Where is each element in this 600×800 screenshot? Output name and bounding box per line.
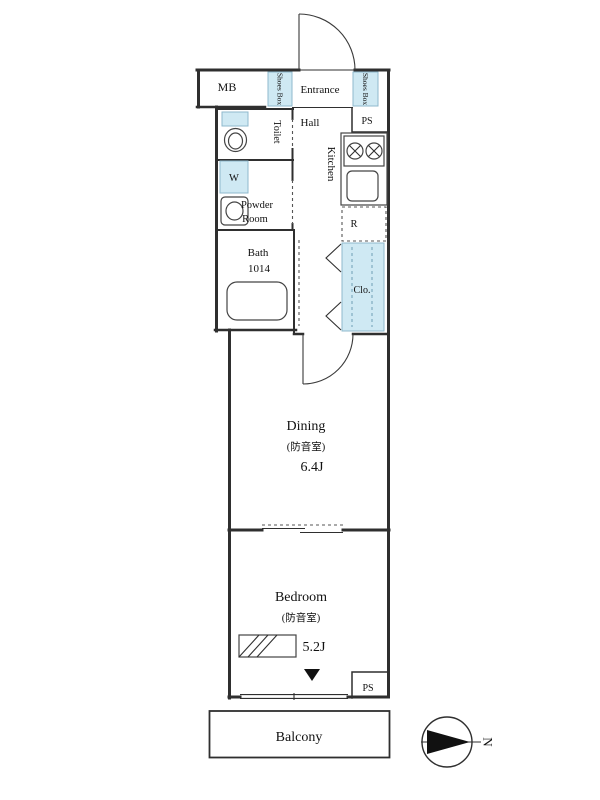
toilet-label: Toilet — [271, 120, 282, 143]
bathtub-icon — [226, 281, 288, 321]
meter-box-label: MB — [218, 80, 237, 94]
dining-door-arc — [302, 333, 354, 385]
compass-north-label: N — [481, 737, 496, 747]
closet-label: Clo. — [354, 285, 371, 296]
sliding-doors — [262, 119, 343, 534]
closet-folding-door-bottom — [325, 301, 342, 331]
ps-bottom-box — [351, 671, 389, 699]
interior-walls — [195, 105, 391, 532]
shoes-box-right-label: Shoes Box — [361, 73, 370, 106]
shoes-box-left-area — [267, 71, 293, 107]
ps-top-box — [351, 107, 389, 133]
dining-note: (防音室) — [287, 440, 326, 453]
balcony-window — [240, 693, 348, 700]
bath-label-line2: 1014 — [248, 263, 271, 275]
refrigerator-label: R — [350, 219, 357, 230]
bed-icon — [238, 634, 297, 658]
hall-label: Hall — [301, 117, 320, 129]
balcony-outline — [208, 710, 391, 759]
balcony-label: Balcony — [276, 730, 323, 745]
bedroom-size: 5.2J — [303, 640, 327, 655]
stove-icon — [343, 135, 385, 167]
dining-door — [302, 333, 354, 385]
vanity-sink-icon — [220, 196, 249, 226]
powder-room-label-line2: Room — [242, 214, 268, 225]
kitchen-label: Kitchen — [325, 147, 337, 182]
dining-label: Dining — [287, 419, 326, 434]
opening-direction-marker — [304, 669, 320, 681]
kitchen-sink-icon — [346, 170, 379, 202]
pipe-space-boxes — [351, 107, 389, 699]
entrance-door — [298, 13, 356, 71]
closet-area — [341, 242, 385, 332]
bedroom-label: Bedroom — [275, 590, 327, 605]
closet-folding-door-top — [325, 243, 342, 273]
dining-size: 6.4J — [301, 460, 325, 475]
refrigerator-outline — [341, 206, 387, 242]
pipe-space-bottom-label: PS — [362, 683, 373, 694]
powder-room-label-line1: Powder — [241, 200, 274, 211]
compass: N — [421, 716, 496, 768]
pipe-space-top-label: PS — [361, 116, 372, 127]
entrance-door-arc — [298, 13, 356, 71]
compass-needle-icon — [427, 730, 470, 754]
toilet-tank-icon — [221, 111, 249, 127]
exterior-walls — [195, 68, 391, 700]
kitchen-counter — [340, 132, 388, 206]
washing-machine-area — [219, 160, 249, 194]
washing-machine-label: W — [229, 173, 239, 184]
bath-label-line1: Bath — [248, 247, 269, 259]
entrance-label: Entrance — [300, 84, 339, 96]
shoes-box-right-area — [352, 71, 379, 107]
shoes-box-left-label: Shoes Box — [276, 73, 285, 106]
bedroom-note: (防音室) — [282, 611, 321, 624]
toilet-icon — [223, 127, 248, 153]
